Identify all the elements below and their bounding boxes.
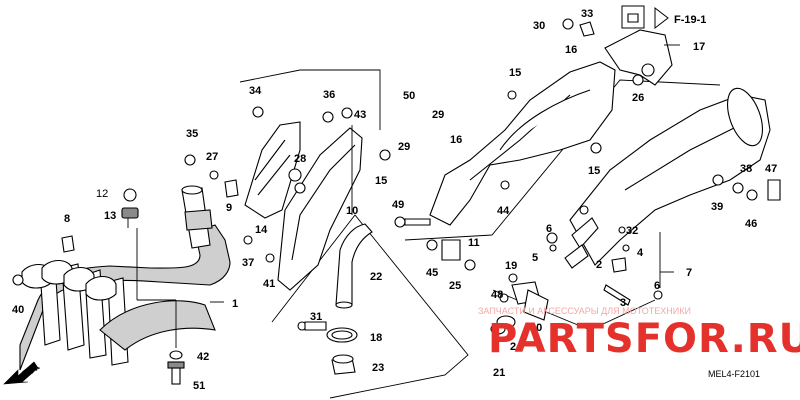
exhaust-header-pipe [19, 185, 231, 371]
callout-18: 18 [370, 332, 382, 344]
callout-3: 3 [620, 297, 626, 309]
fasteners-protector [252, 106, 391, 194]
callout-9: 9 [226, 202, 232, 214]
callout-29a: 29 [432, 109, 444, 121]
callout-28: 28 [294, 153, 306, 165]
callout-43: 43 [354, 109, 366, 121]
callout-10: 10 [346, 205, 358, 217]
bolt-31 [297, 321, 327, 331]
callout-19: 19 [505, 260, 517, 272]
joint-pipe [335, 223, 373, 309]
callout-15b: 15 [375, 175, 387, 187]
callout-6a: 6 [546, 223, 552, 235]
muffler-upper [429, 61, 616, 226]
callout-31: 31 [310, 311, 322, 323]
callout-38: 38 [740, 163, 752, 175]
reference-marker: F-19-1 [621, 5, 706, 30]
leader-lines [127, 44, 680, 348]
callout-11: 11 [468, 237, 480, 249]
callout-35: 35 [186, 128, 198, 140]
watermark-tagline: ЗАПЧАСТИ И АКСЕССУАРЫ ДЛЯ МОТОТЕХНИКИ [478, 306, 691, 316]
heat-protector-center [277, 127, 363, 291]
heat-protector-front [244, 121, 301, 219]
callout-37: 37 [242, 257, 254, 269]
callout-27: 27 [206, 151, 218, 163]
callout-40: 40 [12, 304, 24, 316]
callout-30: 30 [533, 20, 545, 32]
callout-48: 48 [491, 289, 503, 301]
callout-26: 26 [632, 92, 644, 104]
muffler-body [564, 87, 771, 269]
muffler-fasteners [546, 174, 781, 306]
callout-8: 8 [64, 213, 70, 225]
callout-29b: 29 [398, 141, 410, 153]
muffler-joint-gasket [331, 354, 356, 375]
callout-13: 13 [104, 210, 116, 222]
callout-15c: 15 [588, 165, 600, 177]
callout-14: 14 [255, 224, 268, 236]
callout-50: 50 [403, 90, 415, 102]
callout-45: 45 [426, 267, 438, 279]
callout-24: 24 [510, 341, 523, 353]
reference-label: F-19-1 [674, 14, 706, 26]
callout-41: 41 [263, 278, 275, 290]
callout-17: 17 [693, 41, 705, 53]
exhaust-clamp-assembly [490, 273, 549, 335]
callout-36: 36 [323, 89, 335, 101]
gasket-ring [326, 327, 358, 343]
callout-6b: 6 [654, 280, 660, 292]
callout-1: 1 [232, 298, 238, 310]
callout-51: 51 [193, 380, 205, 392]
callout-20: 20 [530, 322, 542, 334]
callout-33: 33 [581, 8, 593, 20]
callout-labels: 1 2 3 4 5 6 6 7 8 9 10 11 12 13 14 15 15… [12, 8, 777, 392]
callout-5: 5 [532, 252, 538, 264]
watermark-brand: PARTSFOR.RU [488, 316, 800, 362]
callout-34: 34 [249, 85, 262, 97]
callout-49: 49 [392, 199, 404, 211]
callout-22: 22 [370, 271, 382, 283]
callout-16a: 16 [565, 44, 577, 56]
bolt-row-center [394, 216, 476, 271]
callout-21: 21 [493, 367, 505, 379]
fastener-set-left [12, 154, 275, 385]
callout-4: 4 [637, 247, 644, 259]
diagram-code: MEL4-F2101 [708, 369, 760, 379]
callout-23: 23 [372, 362, 384, 374]
callout-12: 12 [96, 188, 108, 200]
callout-16b: 16 [450, 134, 462, 146]
callout-32: 32 [626, 225, 638, 237]
callout-47: 47 [765, 163, 777, 175]
callout-39: 39 [711, 201, 723, 213]
callout-25: 25 [449, 280, 461, 292]
front-direction-arrow: FR. [3, 360, 42, 385]
callout-2: 2 [596, 259, 602, 271]
callout-7: 7 [686, 267, 692, 279]
callout-44: 44 [497, 205, 510, 217]
callout-15a: 15 [509, 67, 521, 79]
callout-46: 46 [745, 218, 757, 230]
watermark-logo: ЗАПЧАСТИ И АКСЕССУАРЫ ДЛЯ МОТОТЕХНИКИ PA… [478, 306, 800, 362]
callout-42: 42 [197, 351, 209, 363]
